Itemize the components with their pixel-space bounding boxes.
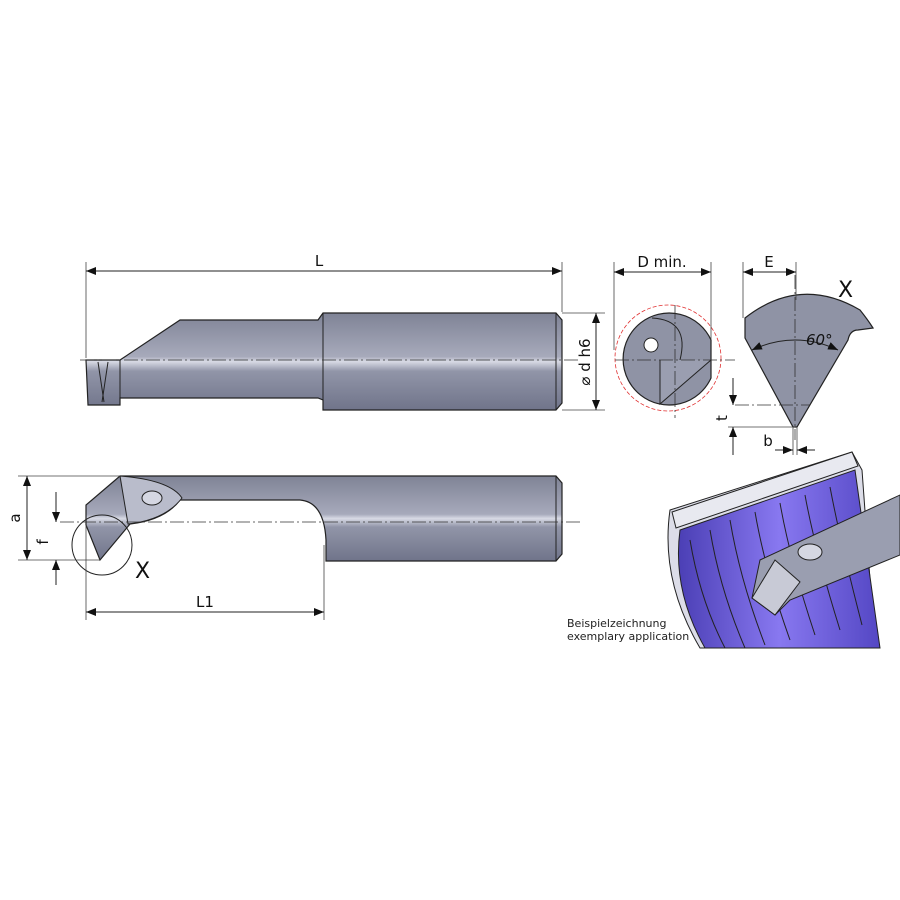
dimension-t-label: t — [713, 415, 731, 421]
angle-label: 60° — [806, 331, 833, 349]
application-illustration: Beispielzeichnung exemplary application — [567, 451, 900, 649]
caption-line-1: Beispielzeichnung — [567, 617, 666, 630]
caption-line-2: exemplary application — [567, 630, 689, 643]
detail-x-label: X — [838, 278, 853, 303]
detail-x-insert: 60° X E t b — [713, 253, 875, 455]
dimension-d-h6-label: ⌀ d h6 — [576, 338, 594, 385]
tool-top-view: X a f L1 — [6, 475, 580, 620]
dimension-f-label: f — [34, 539, 52, 545]
dimension-a-label: a — [6, 513, 24, 522]
dimension-b-label: b — [763, 432, 773, 450]
dimension-E-label: E — [764, 253, 773, 271]
dimension-L-label: L — [315, 252, 324, 270]
x-marker-label: X — [135, 559, 150, 584]
tool-side-view: L ⌀ d h6 — [80, 252, 605, 411]
dimension-D-min-label: D min. — [637, 253, 686, 271]
tool-end-view: D min. — [613, 253, 735, 418]
dimension-L1-label: L1 — [196, 593, 214, 611]
